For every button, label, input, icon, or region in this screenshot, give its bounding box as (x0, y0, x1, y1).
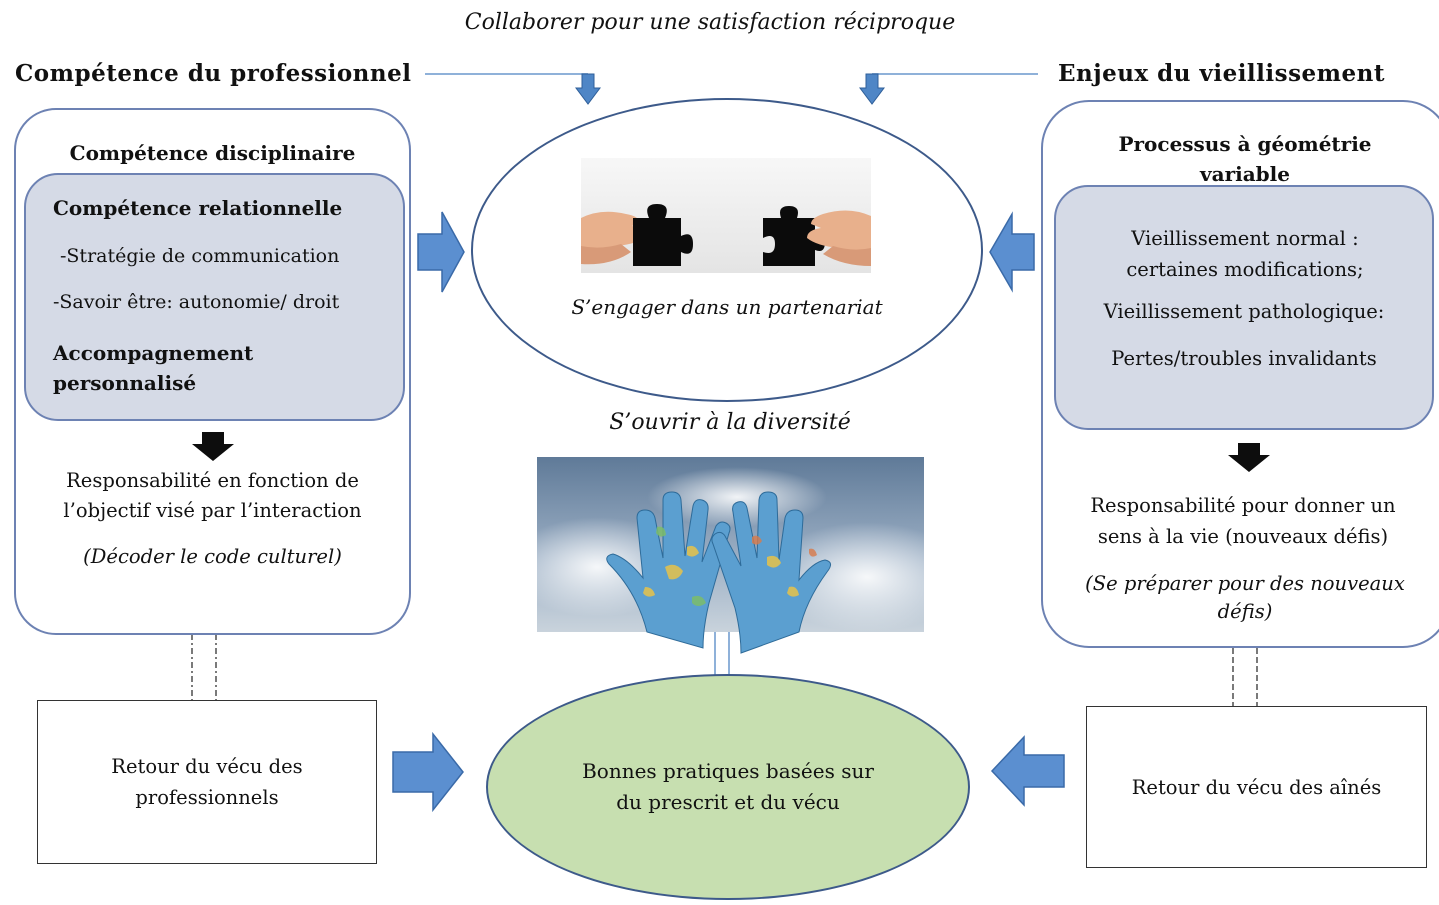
block-arrow-right-icon (392, 731, 464, 813)
normal-aging-text: Vieillissement normal : certaines modifi… (1126, 227, 1364, 281)
block-arrow-left-icon (990, 735, 1065, 807)
relational-competence-panel (24, 173, 405, 421)
professionals-feedback-text: Retour du vécu des professionnels (111, 755, 303, 809)
relational-item-accompagnement: Accompagnement personnalisé (53, 341, 254, 395)
left-heading: Compétence du professionnel (15, 60, 412, 87)
left-responsibility: Responsabilité en fonction de l’objectif… (63, 469, 362, 522)
right-aging-box (1041, 100, 1439, 648)
block-arrow-right-icon (417, 211, 465, 293)
arrow-down-icon (192, 432, 234, 461)
aging-process-panel (1054, 185, 1434, 430)
relational-heading: Compétence relationnelle (53, 196, 343, 220)
world-map-hands-image (507, 457, 967, 654)
right-heading: Enjeux du vieillissement (1058, 60, 1385, 87)
best-practices-text: Bonnes pratiques basées sur du prescrit … (582, 759, 874, 814)
collab-caption: Collaborer pour une satisfaction récipro… (464, 10, 956, 35)
professionals-feedback-box: Retour du vécu des professionnels (37, 700, 377, 864)
best-practices-ellipse: Bonnes pratiques basées sur du prescrit … (486, 674, 970, 900)
elders-feedback-text: Retour du vécu des aînés (1131, 775, 1382, 799)
losses-text: Pertes/troubles invalidants (1111, 347, 1377, 370)
block-arrow-left-icon (989, 211, 1035, 293)
left-box-title: Compétence disciplinaire (69, 141, 356, 165)
relational-item-savoir-etre: -Savoir être: autonomie/ droit (53, 291, 340, 313)
arrow-down-icon (859, 73, 885, 105)
right-responsibility: Responsabilité pour donner un sens à la … (1090, 494, 1396, 548)
elders-feedback-box: Retour du vécu des aînés (1086, 706, 1427, 868)
arrow-down-icon (1228, 443, 1270, 472)
right-box-title: Processus à géométrie variable (1118, 132, 1372, 186)
puzzle-hands-image (581, 158, 871, 273)
pathological-aging-text: Vieillissement pathologique: (1103, 300, 1385, 323)
partnership-caption: S’engager dans un partenariat (571, 295, 883, 319)
diversity-caption: S’ouvrir à la diversité (609, 410, 851, 435)
right-note: (Se préparer pour des nouveaux défis) (1085, 572, 1405, 623)
arrow-down-icon (575, 73, 601, 105)
left-note: (Décoder le code culturel) (83, 545, 342, 568)
left-competence-box (14, 108, 411, 635)
relational-item-communication: -Stratégie de communication (60, 245, 340, 267)
